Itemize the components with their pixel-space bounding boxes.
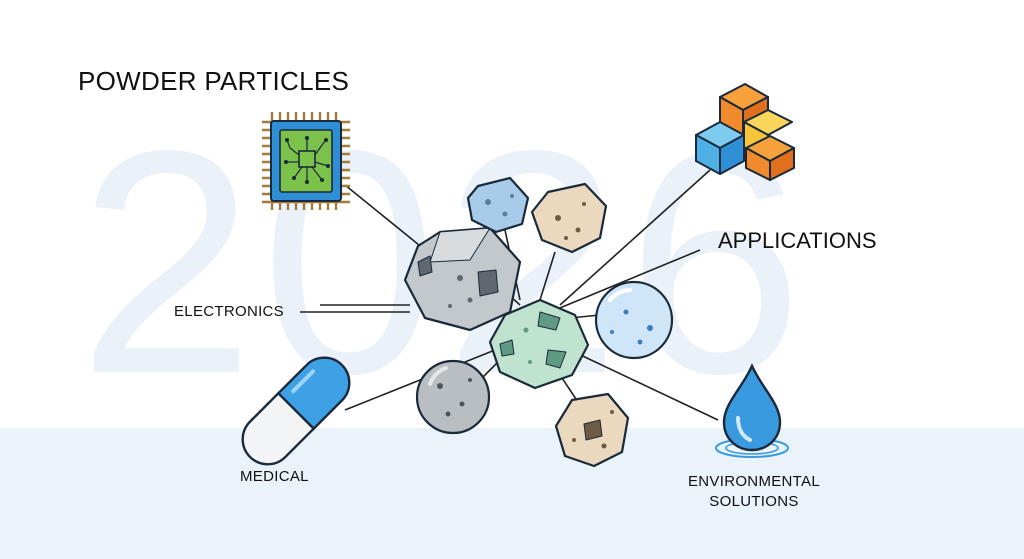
powder-particles (403, 176, 674, 468)
particle-beige-bottom (554, 392, 630, 468)
environmental-label-line1: ENVIRONMENTAL (688, 473, 820, 490)
particle-beige-top (530, 182, 608, 254)
particle-gray-large (403, 226, 522, 332)
particle-green-center (488, 298, 590, 390)
background-band (0, 428, 1024, 559)
applications-heading: APPLICATIONS (718, 228, 877, 253)
particle-blue-small (466, 176, 530, 234)
environmental-label: ENVIRONMENTAL SOLUTIONS (688, 472, 820, 512)
electronics-label: ELECTRONICS (174, 303, 284, 320)
stacked-cubes-icon (695, 83, 795, 181)
connector-cubes (559, 169, 711, 306)
connector-droplet (569, 349, 719, 421)
connector-beige-top (539, 251, 556, 301)
particle-gray-sphere (415, 359, 491, 435)
pill-capsule-icon (241, 356, 351, 466)
medical-label: MEDICAL (240, 468, 309, 485)
water-droplet-icon (715, 363, 789, 458)
connector-applications (554, 249, 701, 311)
microchip-icon (262, 112, 350, 210)
page-title: POWDER PARTICLES (78, 66, 350, 96)
particle-blue-sphere (594, 280, 674, 360)
environmental-label-line2: SOLUTIONS (709, 493, 799, 510)
